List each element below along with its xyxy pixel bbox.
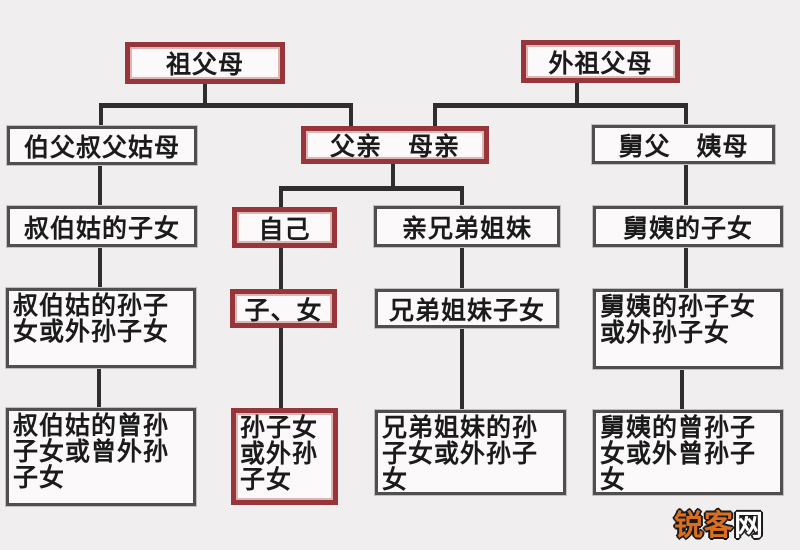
node-maternal-cousins-grandchildren: 舅姨的曾孙子女或外曾孙子女 — [593, 410, 783, 495]
watermark-text-accent: 网 — [734, 508, 765, 542]
node-paternal-grandparents: 祖父母 — [125, 42, 285, 84]
connector-line — [433, 103, 437, 127]
node-paternal-cousins: 叔伯姑的子女 — [7, 206, 197, 247]
connector-line — [349, 103, 353, 127]
connector-line — [97, 367, 101, 409]
node-parents: 父亲 母亲 — [301, 126, 489, 164]
connector-line — [684, 162, 688, 207]
connector-line — [279, 327, 283, 409]
node-siblings-grandchildren: 兄弟姐妹的孙子女或外孙子女 — [375, 410, 566, 495]
connector-line — [680, 368, 684, 411]
connector-line — [279, 186, 283, 208]
connector-line — [391, 163, 395, 191]
node-paternal-cousins-grandchildren: 叔伯姑的曾孙子女或曾外孙子女 — [6, 408, 196, 506]
node-maternal-cousins: 舅姨的子女 — [593, 206, 783, 247]
connector-line — [203, 83, 207, 108]
watermark-text-main: 锐客 — [674, 508, 735, 542]
connector-line — [98, 246, 102, 289]
node-self: 自己 — [232, 207, 337, 248]
node-maternal-uncles-aunts: 舅父 姨母 — [592, 125, 775, 164]
connector-line — [279, 186, 464, 191]
node-siblings: 亲兄弟姐妹 — [374, 206, 560, 247]
node-siblings-children: 兄弟姐妹子女 — [375, 289, 559, 328]
connector-line — [98, 163, 102, 207]
connector-line — [684, 246, 688, 290]
connector-line — [433, 103, 688, 108]
node-children: 子、女 — [230, 289, 337, 328]
connector-line — [279, 247, 283, 290]
connector-line — [460, 327, 464, 411]
connector-line — [684, 103, 688, 126]
watermark: 锐客网 — [674, 502, 764, 544]
node-grandchildren: 孙子女或外孙子女 — [231, 408, 338, 505]
node-maternal-grandparents: 外祖父母 — [521, 40, 680, 83]
connector-line — [99, 103, 353, 108]
connector-line — [460, 186, 464, 207]
node-paternal-uncles-aunts: 伯父叔父姑母 — [7, 126, 197, 165]
connector-line — [99, 103, 103, 127]
connector-line — [460, 246, 464, 290]
node-maternal-cousins-children: 舅姨的孙子女或外孙子女 — [593, 289, 783, 369]
connector-line — [575, 81, 579, 108]
node-paternal-cousins-children: 叔伯姑的孙子女或外孙子女 — [6, 288, 196, 368]
